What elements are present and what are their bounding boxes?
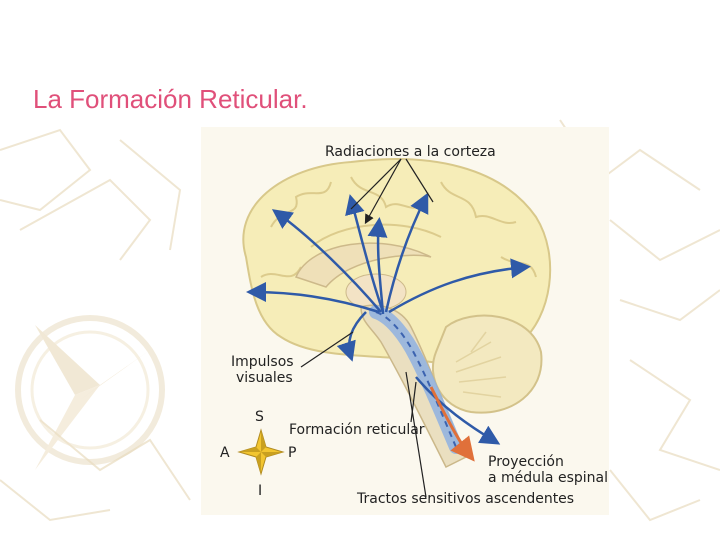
compass-star: [237, 428, 285, 476]
cerebellum: [431, 314, 543, 414]
label-radiaciones: Radiaciones a la corteza: [325, 144, 496, 160]
label-tractos: Tractos sensitivos ascendentes: [357, 491, 575, 507]
brain-diagram: Radiaciones a la corteza Impulsos visual…: [201, 127, 609, 515]
label-impulsos-line2: visuales: [236, 370, 293, 386]
label-formacion-reticular: Formación reticular: [289, 422, 425, 438]
compass-label-inferior: I: [258, 483, 263, 499]
label-proyeccion-line1: Proyección: [488, 454, 564, 470]
compass-label-posterior: P: [288, 445, 297, 461]
compass-label-anterior: A: [220, 445, 230, 461]
spinal-projection-arrow: [429, 386, 475, 462]
slide-title: La Formación Reticular.: [33, 84, 308, 114]
reticular-formation-band: [369, 305, 463, 454]
label-impulsos-line1: Impulsos: [231, 354, 294, 370]
leader-lines: [300, 158, 434, 498]
compass-watermark: [15, 315, 165, 470]
label-proyeccion-line2: a médula espinal: [488, 470, 608, 486]
corpus-callosum: [294, 242, 432, 288]
compass-label-superior: S: [255, 409, 264, 425]
cortex-radiation-arrows: [246, 192, 531, 315]
brain-illustration: [237, 158, 552, 498]
